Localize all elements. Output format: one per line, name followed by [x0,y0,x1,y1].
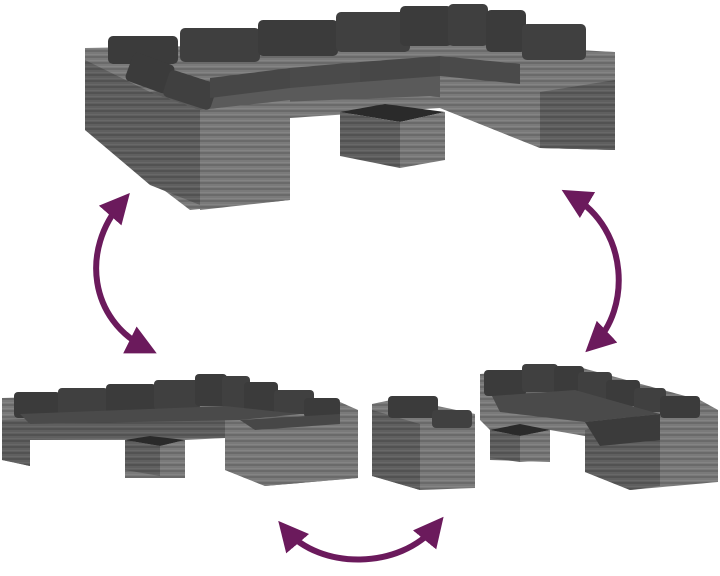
bottom-right-armchair-front [372,410,420,490]
bottom-left-set-back-cushion [222,376,250,408]
bottom-left-set-back-cushion [58,388,108,416]
bottom-left-set-back-cushion [304,398,340,418]
bottom-right-sofa-seat-cushion [492,390,660,422]
top-set-right-wing-face [540,80,615,150]
top-set-left-front-face [85,60,200,205]
bottom-right-sofa-back-cushion [484,370,526,396]
bottom-right-sofa-back-cushion [554,366,584,394]
bottom-left-set-coffee-table-body [160,440,185,476]
bottom-right-sofa-seat-cushion [585,414,660,446]
bottom-right-sofa-back-cushion [522,364,558,392]
top-set-back-cushion [400,6,452,46]
top-set-coffee-table-body [400,112,445,168]
top-set-back-cushion [522,24,586,60]
bottom-right-coffee-table-body [520,430,550,462]
bottom-right-lounge-set [372,364,718,490]
bottom-right-armchair-cushion [432,410,472,428]
top-set-seat-cushion [210,68,290,98]
top-set-corner-face [200,100,290,210]
right-double-arrow-icon [561,189,622,353]
bottom-left-set-seat-cushion [240,414,340,430]
bottom-right-sofa-back-cushion [660,396,700,418]
top-set-back-cushion [486,10,526,52]
bottom-left-set-back-cushion [154,380,200,410]
bottom-left-set-back-cushion [14,392,60,418]
bottom-double-arrow-icon [278,516,444,563]
top-set-coffee-table-body [340,112,400,168]
bottom-left-lounge-set [2,374,358,486]
top-set-back-cushion [448,4,488,46]
top-set-coffee-table-top [340,104,445,122]
bottom-left-set-seat-cushion [20,406,300,424]
top-set-back-cushion [336,12,410,52]
top-set-back-cushion [108,36,178,64]
bottom-right-sofa-back-cushion [606,380,640,406]
bottom-right-armchair-cushion [388,396,438,418]
bottom-right-sofa-back-cushion [578,372,612,400]
top-set-back-cushion [258,20,338,56]
top-set-seat-cushion [290,62,360,88]
top-set-seat-cushion [360,56,440,82]
bottom-left-set-back-cushion [244,382,278,412]
top-set-side-cushion [163,70,217,110]
top-set-side-cushion [125,52,175,94]
bottom-left-set-front-face [2,412,225,466]
bottom-left-set-back-cushion [195,374,227,406]
bottom-left-set-back-cushion [106,384,156,414]
top-set-back-cushion [180,28,260,62]
bottom-left-set-coffee-table-body [125,440,160,476]
left-double-arrow-icon [93,192,157,354]
bottom-right-coffee-table-body [490,430,520,462]
bottom-left-set-coffee-table-top [125,436,185,446]
top-lounge-set [85,4,615,210]
top-set-seat-cushion [440,56,520,84]
transformation-arrows [93,189,622,563]
bottom-right-sofa-back-cushion [634,388,666,412]
